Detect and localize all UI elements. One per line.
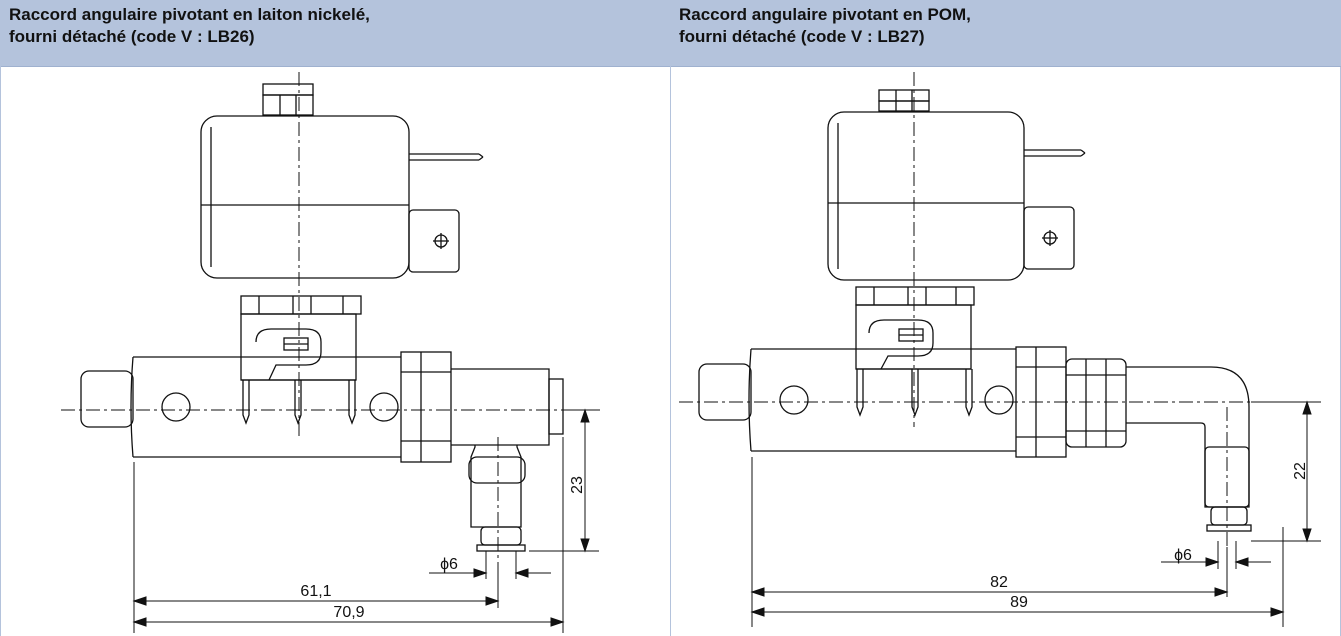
left-port: [80, 370, 134, 428]
flat-terminal: [1023, 206, 1075, 270]
valve-drawing-svg: 22 ϕ6 82 89: [679, 72, 1321, 627]
valve-drawing-svg: 23 ϕ6 61,1 70,9: [61, 72, 601, 633]
left-port: [698, 363, 752, 421]
pom-union: [1065, 358, 1127, 448]
dim-length-b: 89: [1010, 594, 1028, 611]
pom-elbow: [1126, 366, 1250, 508]
solenoid-coil: [200, 115, 410, 279]
panel-title-line-2: fourni détaché (code V : LB27): [679, 27, 925, 46]
dim-diameter: ϕ6: [1174, 547, 1192, 564]
dim-height: 23: [569, 476, 586, 494]
top-nut: [262, 83, 314, 96]
panel-title-line-1: Raccord angulaire pivotant en POM,: [679, 5, 971, 24]
dim-height: 22: [1292, 462, 1309, 480]
panel-title-line-2: fourni détaché (code V : LB26): [9, 27, 255, 46]
technical-drawing-brass: 23 ϕ6 61,1 70,9: [1, 67, 670, 636]
dim-diameter: ϕ6: [440, 556, 458, 573]
technical-drawing-pom: 22 ϕ6 82 89: [671, 67, 1341, 636]
dim-length-a: 82: [990, 574, 1008, 591]
retaining-clip: [255, 328, 322, 381]
panel-brass-fitting: Raccord angulaire pivotant en laiton nic…: [1, 0, 671, 636]
panel-title-line-1: Raccord angulaire pivotant en laiton nic…: [9, 5, 370, 24]
flat-terminal: [408, 209, 460, 273]
solenoid-coil: [827, 111, 1025, 281]
panel-pom-fitting: Raccord angulaire pivotant en POM, fourn…: [671, 0, 1341, 636]
dim-length-a: 61,1: [300, 583, 331, 600]
swivel-fitting: [451, 368, 550, 446]
panel-header: Raccord angulaire pivotant en POM, fourn…: [671, 0, 1341, 67]
top-nut-body: [262, 94, 314, 116]
dim-length-b: 70,9: [333, 604, 364, 621]
panel-header: Raccord angulaire pivotant en laiton nic…: [1, 0, 670, 67]
hex-nut: [400, 351, 452, 463]
